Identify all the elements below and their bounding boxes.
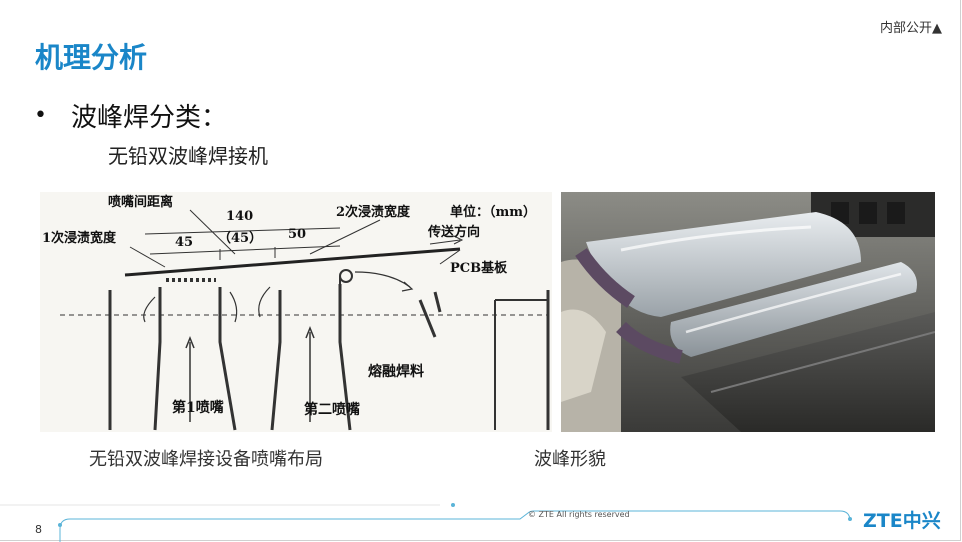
- dross-highlight: [561, 309, 606, 402]
- zte-logo: ZTE中兴: [863, 510, 941, 532]
- footer-dot-3: [848, 517, 852, 521]
- leader-second-immersion: [309, 219, 381, 255]
- nozzle-2-right-wall: [338, 284, 352, 431]
- bullet-dot-icon: •: [34, 103, 47, 128]
- pcb-board: [124, 247, 461, 277]
- label-nozzle-spacing: 喷嘴间距离: [108, 194, 173, 210]
- leader-nozzle-spacing: [189, 209, 236, 255]
- photo-caption: 波峰形貌: [534, 449, 606, 470]
- label-molten-solder: 熔融焊料: [368, 363, 424, 380]
- page-number: 8: [35, 523, 42, 536]
- nozzle-1-right-wall: [218, 287, 237, 431]
- label-nozzle-2: 第二喷嘴: [304, 401, 360, 418]
- dim-line-total: [144, 227, 341, 235]
- subheading: 无铅双波峰焊接机: [108, 144, 268, 168]
- flow-arrowhead-2a: [305, 325, 315, 339]
- tray-rail: [710, 331, 935, 393]
- nozzle-layout-diagram: 喷嘴间距离 140 2次浸渍宽度 单位：（mm） 1次浸渍宽度 45 （45） …: [40, 192, 552, 432]
- classification-label: 内部公开▲: [880, 21, 942, 36]
- nozzle-2-left-wall: [270, 290, 282, 431]
- direction-arrow-line: [429, 239, 461, 245]
- copyright-text: © ZTE All rights reserved: [528, 510, 630, 519]
- footer-line: [59, 510, 851, 542]
- second-wave-highlight: [685, 272, 902, 334]
- label-second-immersion: 2次浸渍宽度: [336, 204, 411, 220]
- footer-dot-2: [58, 523, 62, 527]
- first-wave: [586, 212, 861, 317]
- machine-bolt-2: [859, 202, 877, 224]
- footer-dot-1: [451, 503, 455, 507]
- flow-arrow-1b: [143, 296, 156, 323]
- label-pcb: PCB基板: [450, 260, 508, 276]
- page-title: 机理分析: [35, 41, 148, 74]
- first-wave-highlight: [620, 225, 812, 252]
- flow-arrowhead-2c: [401, 281, 414, 292]
- deflector-plate: [418, 299, 437, 338]
- bullet-item: • 波峰焊分类：: [34, 97, 227, 134]
- dim-line-segments: [149, 245, 341, 255]
- label-nozzle-1: 第1喷嘴: [172, 399, 224, 416]
- footer-decoration: [0, 503, 852, 542]
- label-dim-total: 140: [226, 209, 253, 224]
- diagram-caption: 无铅双波峰焊接设备喷嘴布局: [89, 449, 323, 470]
- flow-arrow-2b: [258, 286, 271, 318]
- label-first-immersion: 1次浸渍宽度: [42, 230, 117, 246]
- label-dim-mid: （45）: [218, 230, 262, 246]
- label-unit: 单位：（mm）: [450, 204, 536, 220]
- nozzle-2-end: [616, 321, 683, 364]
- bullet-text: 波峰焊分类：: [70, 103, 227, 133]
- direction-arrowhead: [453, 235, 464, 245]
- machine-bolt-3: [887, 202, 905, 224]
- tray-bottom: [681, 312, 935, 432]
- machine-bolt-1: [831, 202, 849, 224]
- nozzle-layout-svg: 喷嘴间距离 140 2次浸渍宽度 单位：（mm） 1次浸渍宽度 45 （45） …: [40, 192, 552, 432]
- label-dim-right: 50: [288, 227, 306, 242]
- diagram-background: [40, 192, 552, 432]
- deflector-plate-2: [433, 291, 442, 313]
- label-dim-left: 45: [175, 235, 193, 250]
- flow-arrowhead-1a: [185, 335, 195, 349]
- wave-profile-photo: [561, 192, 935, 432]
- label-direction: 传送方向: [427, 224, 480, 240]
- wave-profile-svg: [561, 192, 935, 432]
- nozzle-1-left-wall: [153, 287, 162, 431]
- flow-arrow-1c: [229, 291, 238, 323]
- leader-pcb: [439, 249, 461, 265]
- nozzle-1-end: [575, 248, 635, 308]
- leader-first-immersion: [129, 246, 166, 268]
